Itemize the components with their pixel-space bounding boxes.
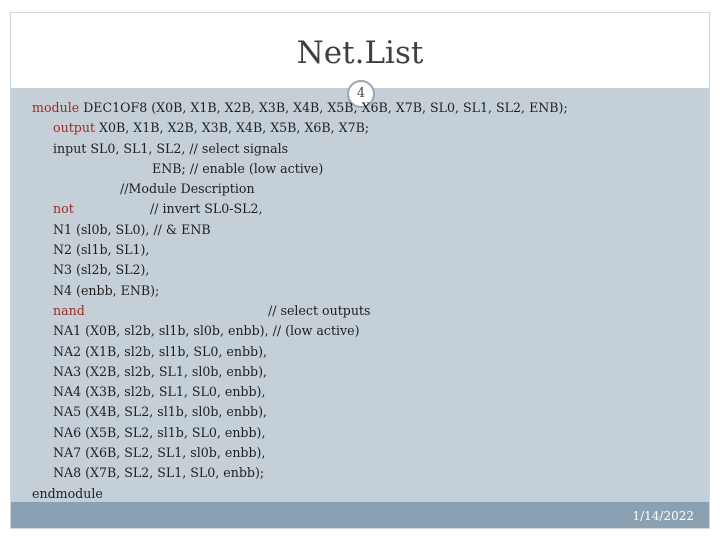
code-line: NA1 (X0B, sl2b, sl1b, sl0b, enbb), // (l… xyxy=(53,323,360,339)
code-text: DEC1OF8 (X0B, X1B, X2B, X3B, X4B, X5B, X… xyxy=(79,100,568,115)
keyword-not: not xyxy=(53,201,74,217)
code-line: NA3 (X2B, sl2b, SL1, sl0b, enbb), xyxy=(53,363,268,379)
code-line: NA2 (X1B, sl2b, sl1b, SL0, enbb), xyxy=(53,343,268,359)
code-line: not // invert SL0-SL2, xyxy=(32,199,702,219)
keyword-module: module xyxy=(32,100,80,115)
code-line: N4 (enbb, ENB); xyxy=(53,282,160,298)
slide-title: Net.List xyxy=(296,35,424,71)
code-text: // invert SL0-SL2, xyxy=(150,201,263,217)
code-line: NA8 (X7B, SL2, SL1, SL0, enbb); xyxy=(53,465,265,481)
slide-number-badge: 4 xyxy=(347,80,375,108)
code-line: input SL0, SL1, SL2, // select signals xyxy=(53,140,289,156)
code-line: N2 (sl1b, SL1), xyxy=(53,242,150,258)
code-line: module DEC1OF8 (X0B, X1B, X2B, X3B, X4B,… xyxy=(32,98,702,118)
code-line: endmodule xyxy=(32,485,103,501)
code-line: NA7 (X6B, SL2, SL1, sl0b, enbb), xyxy=(53,445,266,461)
code-line: NA4 (X3B, sl2b, SL1, SL0, enbb), xyxy=(53,384,266,400)
netlist-code-block: module DEC1OF8 (X0B, X1B, X2B, X3B, X4B,… xyxy=(32,98,702,504)
code-line: N3 (sl2b, SL2), xyxy=(53,262,150,278)
code-line: //Module Description xyxy=(120,181,255,197)
code-line: ENB; // enable (low active) xyxy=(152,160,324,176)
code-text: X0B, X1B, X2B, X3B, X4B, X5B, X6B, X7B; xyxy=(95,120,370,136)
code-line: NA5 (X4B, SL2, sl1b, sl0b, enbb), xyxy=(53,404,268,420)
footer-bar xyxy=(11,502,709,528)
code-line: NA6 (X5B, SL2, sl1b, SL0, enbb), xyxy=(53,424,266,440)
keyword-output: output xyxy=(53,120,95,136)
code-line: output X0B, X1B, X2B, X3B, X4B, X5B, X6B… xyxy=(32,118,702,138)
slide-date: 1/14/2022 xyxy=(632,509,694,523)
code-line: N1 (sl0b, SL0), // & ENB xyxy=(53,221,211,237)
code-line: nand // select outputs xyxy=(32,301,702,321)
content-panel xyxy=(11,88,709,502)
code-text: // select outputs xyxy=(268,302,371,318)
keyword-nand: nand xyxy=(53,302,85,318)
